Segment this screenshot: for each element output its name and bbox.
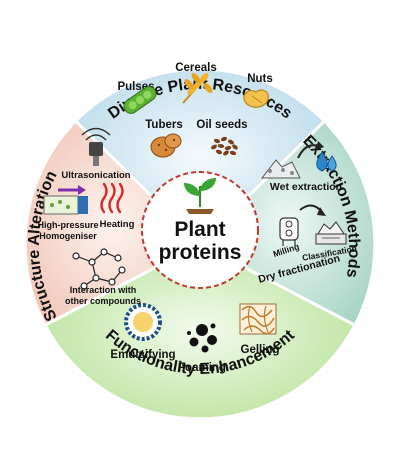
label-tubers: Tubers (145, 119, 183, 131)
label-heating: Heating (100, 219, 135, 230)
label-emulsifying: Emulsifying (110, 349, 175, 361)
oil-seeds-icon (211, 136, 238, 156)
high-pressure-homogeniser-icon (43, 185, 88, 215)
center-circle (141, 171, 259, 289)
label-wet-extraction: Wet extraction (270, 181, 342, 193)
heating-icon (100, 182, 124, 214)
label-homogeniser: Homogeniser (39, 231, 97, 241)
milling-icon (279, 217, 299, 246)
plant-sprout-icon (184, 178, 216, 214)
center-title-line2: proteins (159, 241, 242, 264)
dry-arrow-head (317, 207, 326, 216)
wet-extraction-icon (260, 141, 337, 179)
label-ultrasonication: Ultrasonication (61, 170, 130, 181)
gelling-icon (239, 303, 277, 335)
label-high-pressure: High-pressure (37, 220, 98, 230)
center-title-line1: Plant (174, 218, 225, 241)
label-nuts: Nuts (247, 73, 273, 85)
label-interaction-line1: Interaction with (70, 285, 137, 295)
label-oil-seeds: Oil seeds (196, 119, 247, 131)
emulsifying-icon (124, 303, 162, 341)
nuts-icon (243, 89, 269, 108)
sector-structure-alteration (23, 118, 203, 328)
ultrasonication-icon (81, 127, 111, 166)
sector-plant-resources (73, 67, 327, 247)
classification-icon (315, 221, 347, 245)
label-gelling: Gelling (241, 344, 280, 356)
molecule-network-icon (72, 248, 126, 290)
tubers-icon (150, 133, 182, 158)
pulses-icon (123, 86, 157, 114)
foaming-icon (187, 323, 217, 353)
cereals-icon (182, 73, 213, 104)
label-interaction-line2: other compounds (65, 296, 141, 306)
label-cereals: Cereals (175, 62, 217, 74)
label-foaming: Foaming (178, 362, 226, 374)
